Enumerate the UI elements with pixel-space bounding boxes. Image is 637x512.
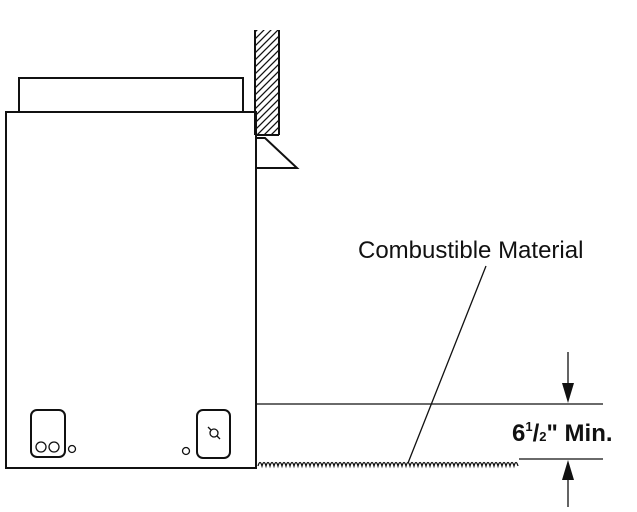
combustible-leader-line bbox=[407, 265, 487, 464]
dimension-arrow-bottom bbox=[562, 460, 574, 507]
left-control-panel bbox=[30, 409, 77, 458]
indicator-icon bbox=[67, 444, 77, 454]
appliance-body bbox=[5, 111, 257, 469]
valve-icon bbox=[207, 426, 221, 440]
wall-bracket bbox=[256, 137, 300, 169]
knob-icon bbox=[35, 441, 47, 453]
dimension-arrow-top bbox=[562, 352, 574, 403]
indicator-icon bbox=[181, 446, 191, 456]
combustible-floor-texture bbox=[257, 461, 519, 469]
wall bbox=[254, 30, 280, 136]
appliance-top-collar bbox=[18, 77, 244, 113]
combustible-label: Combustible Material bbox=[358, 237, 583, 264]
knob-icon bbox=[48, 441, 60, 453]
clearance-label: 61/2" Min. bbox=[512, 419, 613, 447]
right-control-panel bbox=[181, 409, 231, 459]
